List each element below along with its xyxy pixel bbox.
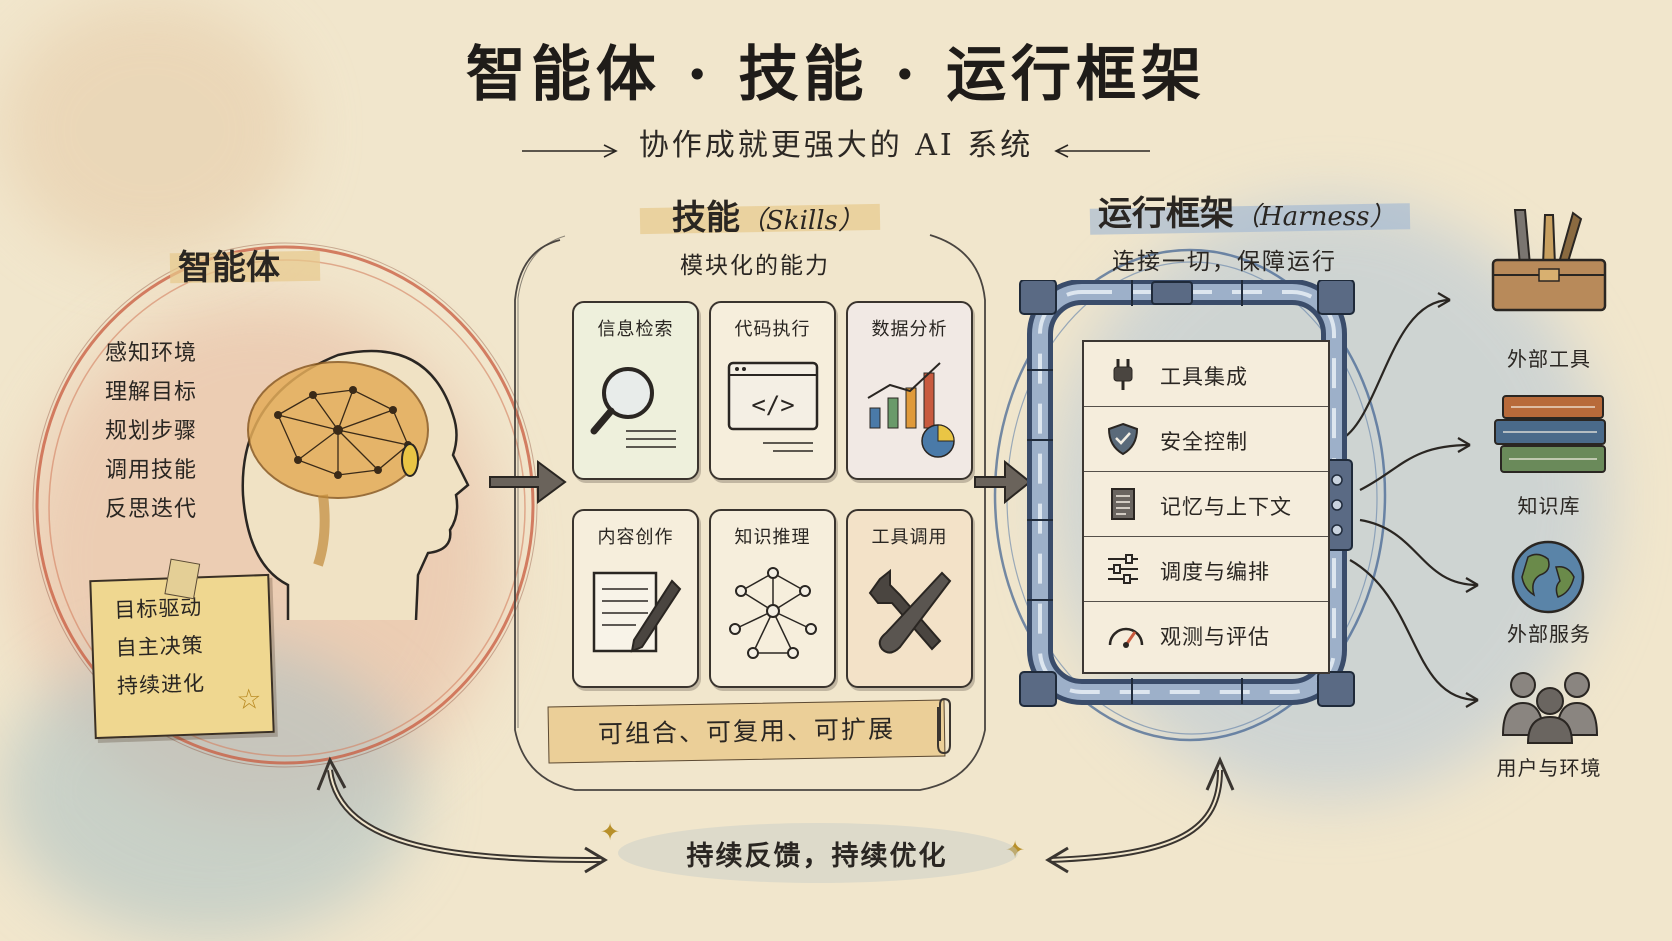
harness-title-zh: 运行框架 <box>1098 194 1234 234</box>
arrow-right-icon <box>521 143 618 158</box>
subtitle: 协作成就更强大的 AI 系统 <box>638 128 1034 163</box>
magnifier-icon <box>590 367 676 448</box>
skill-card-data-analysis[interactable]: 数据分析 <box>846 301 973 480</box>
shield-icon <box>1107 422 1139 456</box>
harness-module-memory[interactable]: 记忆与上下文 <box>1084 472 1328 537</box>
agent-ability: 理解目标 <box>105 380 198 405</box>
main-title: 智能体 · 技能 · 运行框架 <box>465 40 1207 110</box>
svg-text:✦: ✦ <box>600 818 620 846</box>
harness-subtitle: 连接一切，保障运行 <box>1112 249 1337 275</box>
skill-card-label: 信息检索 <box>597 319 674 340</box>
tape <box>164 558 201 600</box>
feedback-label: 持续反馈，持续优化 <box>686 841 948 872</box>
svg-text:</>: </> <box>751 391 794 419</box>
agent-ability: 规划步骤 <box>105 419 198 444</box>
harness-module-panel: 工具集成 安全控制 记忆与上下文 调度与编排 观测与评估 <box>1082 340 1330 674</box>
pipe-frame-icon <box>1019 280 1355 707</box>
star-icon: ☆ <box>235 682 263 717</box>
harness-module-orchestration[interactable]: 调度与编排 <box>1084 537 1328 602</box>
subtitle-row: 协作成就更强大的 AI 系统 <box>0 120 1672 164</box>
paperclip-icon <box>937 697 951 755</box>
external-label: 外部工具 <box>1507 347 1591 371</box>
books-icon <box>1494 395 1606 473</box>
document-icon <box>1111 488 1135 520</box>
harness-module-label: 观测与评估 <box>1160 625 1270 649</box>
skill-card-info-retrieval[interactable]: 信息检索 <box>572 301 699 480</box>
agent-ability: 感知环境 <box>105 341 198 366</box>
external-label: 知识库 <box>1517 494 1581 518</box>
skill-card-label: 内容创作 <box>597 527 674 548</box>
skills-title-zh: 技能 <box>672 198 740 238</box>
agent-ability-list: 感知环境 理解目标 规划步骤 调用技能 反思迭代 <box>105 334 197 529</box>
harness-module-observability[interactable]: 观测与评估 <box>1084 602 1328 666</box>
plug-icon <box>1113 359 1133 390</box>
harness-module-label: 调度与编排 <box>1160 560 1270 584</box>
svg-text:✦: ✦ <box>1005 836 1025 864</box>
globe-icon <box>1511 540 1585 614</box>
code-window-icon: </> <box>727 361 819 452</box>
network-icon <box>729 567 817 659</box>
skill-card-label: 代码执行 <box>734 319 811 340</box>
skill-card-code-exec[interactable]: 代码执行 </> <box>709 301 836 480</box>
skills-banner: 可组合、可复用、可扩展 <box>547 699 946 764</box>
skill-card-label: 知识推理 <box>734 527 811 548</box>
agent-trait: 自主决策 <box>115 633 205 661</box>
sticky-note: 目标驱动 自主决策 持续进化 ☆ <box>89 558 275 740</box>
skill-card-content-creation[interactable]: 内容创作 <box>572 509 699 688</box>
brain-head-icon <box>241 349 470 621</box>
harness-module-tool-integration[interactable]: 工具集成 <box>1084 342 1328 407</box>
agent-title: 智能体 <box>178 248 280 288</box>
gauge-icon <box>1108 627 1144 648</box>
tools-icon <box>868 568 952 654</box>
skill-card-label: 工具调用 <box>871 527 948 548</box>
sliders-icon <box>1108 554 1138 584</box>
skill-card-label: 数据分析 <box>871 319 948 340</box>
harness-title: 运行框架（Harness） <box>1098 186 1395 235</box>
skills-title: 技能（Skills） <box>672 190 864 239</box>
agent-ability: 调用技能 <box>105 458 198 483</box>
pen-paper-icon <box>592 571 682 653</box>
harness-module-security[interactable]: 安全控制 <box>1084 407 1328 472</box>
harness-title-en: （Harness） <box>1234 202 1396 232</box>
skill-card-knowledge-reasoning[interactable]: 知识推理 <box>709 509 836 688</box>
arrow-left-icon <box>1054 143 1151 158</box>
external-label: 外部服务 <box>1507 622 1591 646</box>
users-icon <box>1501 672 1599 744</box>
toolbox-icon <box>1491 209 1607 312</box>
agent-ability: 反思迭代 <box>105 497 198 522</box>
skills-title-en: （Skills） <box>740 206 864 236</box>
wash-top-left <box>0 0 300 260</box>
skill-card-tool-calling[interactable]: 工具调用 <box>846 509 973 688</box>
harness-module-label: 记忆与上下文 <box>1160 495 1292 519</box>
chart-icon <box>867 362 955 458</box>
harness-module-label: 工具集成 <box>1160 365 1248 389</box>
harness-module-label: 安全控制 <box>1160 430 1248 454</box>
external-label: 用户与环境 <box>1496 756 1602 780</box>
skills-subtitle: 模块化的能力 <box>680 253 830 279</box>
